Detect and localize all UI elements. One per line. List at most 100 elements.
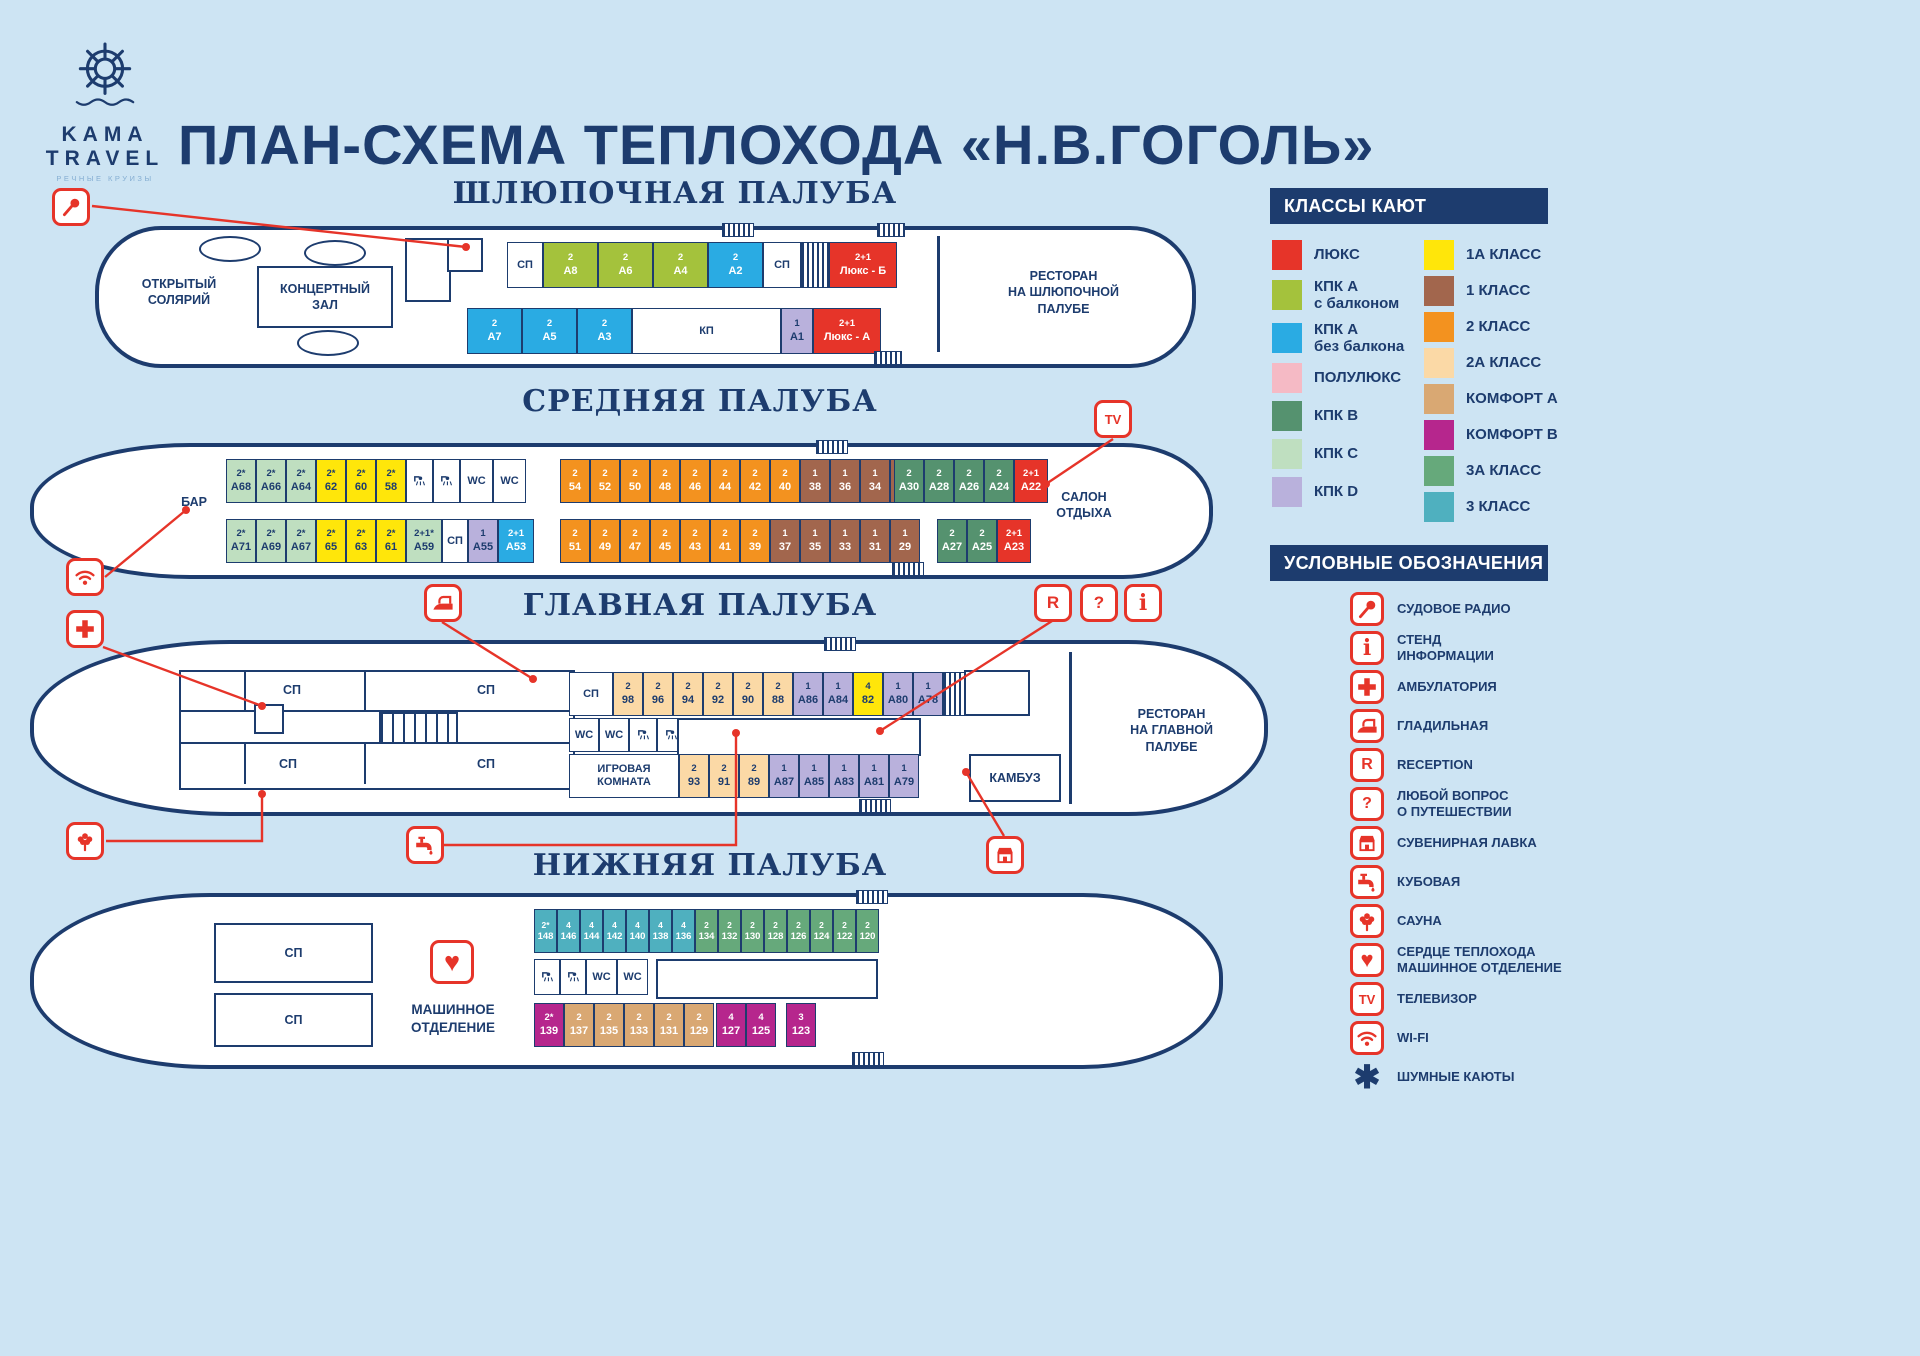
asterisk-icon: ✱ — [1353, 1059, 1381, 1095]
logo-name-2: TRAVEL — [45, 147, 165, 171]
class-legend-item: КПК С — [1272, 439, 1404, 469]
cross-icon — [66, 610, 104, 648]
shower-icon — [629, 718, 657, 752]
heart-icon: ♥ — [1350, 943, 1384, 977]
symbol-label: СТЕНД ИНФОРМАЦИИ — [1397, 632, 1494, 663]
corridor-box: СП — [214, 923, 373, 983]
shower-icon — [534, 959, 560, 995]
symbol-legend-item: i СТЕНД ИНФОРМАЦИИ — [1350, 631, 1562, 665]
symbol-legend-item: САУНА — [1350, 904, 1562, 938]
cabin-А71: 2*А71 — [226, 519, 256, 563]
room-engine: МАШИННОЕ ОТДЕЛЕНИЕ — [411, 1002, 495, 1035]
service-area: СП — [763, 242, 801, 288]
stairs — [379, 712, 458, 744]
symbol-label: ГЛАДИЛЬНАЯ — [1397, 718, 1489, 734]
cabin-60: 2*60 — [346, 459, 376, 503]
symbol-legend-item: АМБУЛАТОРИЯ — [1350, 670, 1562, 704]
symbol-label: ТЕЛЕВИЗОР — [1397, 991, 1477, 1007]
class-label: 3А КЛАСС — [1466, 462, 1542, 480]
service-area: WC — [460, 459, 493, 503]
corridor-box: СП — [214, 993, 373, 1047]
vent-grate — [859, 799, 891, 813]
cabin-А69: 2*А69 — [256, 519, 286, 563]
class-swatch — [1272, 240, 1302, 270]
shower-icon — [406, 459, 433, 503]
service-area: СП — [569, 672, 613, 716]
wall — [181, 710, 569, 712]
corridor-label: СП — [282, 683, 301, 697]
symbol-label: АМБУЛАТОРИЯ — [1397, 679, 1497, 695]
info-icon: i — [1350, 631, 1384, 665]
vent-grate — [874, 351, 902, 365]
symbol-label: СУВЕНИРНАЯ ЛАВКА — [1397, 835, 1537, 851]
tv-icon: TV — [1094, 400, 1132, 438]
vent-grate — [877, 223, 905, 237]
symbol-legend-item: ♥СЕРДЦЕ ТЕПЛОХОДА МАШИННОЕ ОТДЕЛЕНИЕ — [1350, 943, 1562, 977]
class-legend-item: 2А КЛАСС — [1424, 348, 1558, 378]
page-title: ПЛАН-СХЕМА ТЕПЛОХОДА «Н.В.ГОГОЛЬ» — [178, 112, 1375, 176]
cabin-classes-header: КЛАССЫ КАЮТ — [1270, 188, 1548, 224]
sauna-icon — [1350, 904, 1384, 938]
symbol-legend-item: ?ЛЮБОЙ ВОПРОС О ПУТЕШЕСТВИИ — [1350, 787, 1562, 821]
logo-name-1: KAMA — [61, 123, 149, 146]
service-area: WC — [586, 959, 617, 995]
tv-icon: TV — [1350, 982, 1384, 1016]
vent-grate — [852, 1052, 884, 1066]
room-restaurant-boat: РЕСТОРАН НА ШЛЮПОЧНОЙ ПАЛУБЕ — [1008, 269, 1119, 316]
corridor-label: СП — [476, 683, 495, 697]
class-legend-item: КПК В — [1272, 401, 1404, 431]
reception-icon: R — [1350, 748, 1384, 782]
radio-icon — [1350, 592, 1384, 626]
symbol-label: ШУМНЫЕ КАЮТЫ — [1397, 1069, 1515, 1085]
service-area: WC — [617, 959, 648, 995]
class-label: ЛЮКС — [1314, 246, 1360, 264]
class-label: КПК А с балконом — [1314, 278, 1400, 313]
class-label: 1 КЛАСС — [1466, 282, 1531, 300]
deck-structure — [405, 238, 451, 302]
symbol-legend-item: КУБОВАЯ — [1350, 865, 1562, 899]
symbol-legend-item: TV ТЕЛЕВИЗОР — [1350, 982, 1562, 1016]
question-icon: ? — [1080, 584, 1118, 622]
cabin-62: 2*62 — [316, 459, 346, 503]
class-label: 1А КЛАСС — [1466, 246, 1542, 264]
cabin-148: 2*148 — [534, 909, 557, 953]
cabin-65: 2*65 — [316, 519, 346, 563]
medical-room — [254, 704, 284, 734]
vent-grate — [943, 672, 965, 716]
class-label: ПОЛУЛЮКС — [1314, 369, 1402, 387]
deck-title-middle: СРЕДНЯЯ ПАЛУБА — [522, 384, 878, 419]
symbol-label: WI-FI — [1397, 1030, 1429, 1046]
cabin-Люкс - Б: 2+1Люкс - Б — [829, 242, 897, 288]
reception-icon: R — [1034, 584, 1072, 622]
